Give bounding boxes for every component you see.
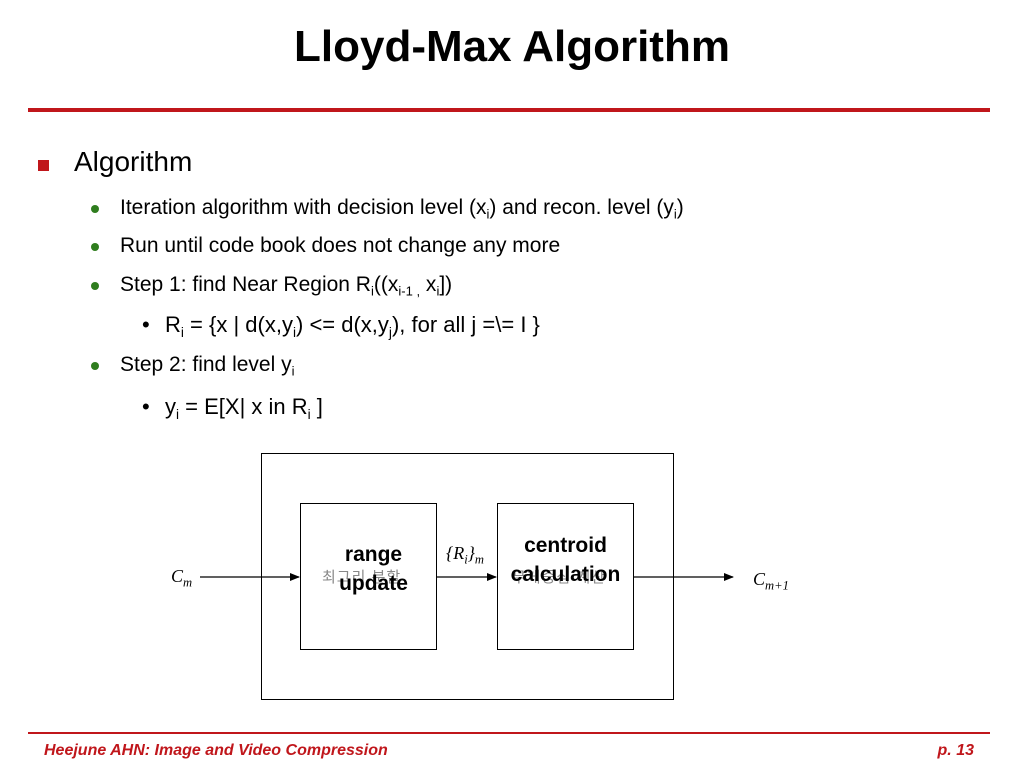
bullet-step1: Step 1: find Near Region Ri((xi-1 , xi]): [120, 273, 453, 299]
bullet-heading: Algorithm: [74, 146, 193, 177]
subscript: m+1: [765, 578, 789, 593]
round-bullet-icon: [91, 282, 99, 290]
round-bullet-icon: [91, 205, 99, 213]
text-run: Iteration algorithm with decision level …: [120, 196, 487, 219]
range-update-label: range update: [300, 540, 447, 598]
centroid-calculation-box: [497, 503, 634, 650]
range-update-box: [300, 503, 437, 650]
bullet-region-def: Ri = {x | d(x,yi) <= d(x,yj), for all j …: [165, 312, 540, 340]
subscript: i-1 ,: [398, 283, 421, 299]
text-run: Step 1: find Near Region R: [120, 273, 371, 296]
subscript: m: [474, 552, 485, 567]
subscript: m: [183, 575, 193, 590]
round-bullet-icon: [91, 362, 99, 370]
text-run: R: [453, 543, 465, 563]
input-codebook-label: Cm: [171, 566, 193, 590]
footer-divider: [28, 732, 990, 734]
range-ghost-text: 최그리 분할: [322, 569, 402, 586]
centroid-ghost-text: 무게중심 계산: [512, 569, 606, 586]
region-set-label: {Ri}m: [446, 543, 485, 567]
text-run: C: [753, 569, 766, 589]
text-run: ]: [310, 394, 323, 419]
slide-title: Lloyd-Max Algorithm: [294, 22, 730, 71]
subscript: i: [436, 283, 440, 299]
subscript: i: [370, 283, 374, 299]
subscript: i: [291, 363, 295, 379]
subscript: i: [486, 206, 490, 222]
level3-bullet: •: [142, 394, 150, 419]
text-run: ), for all j =\= I }: [391, 312, 540, 337]
box-label-line: update: [339, 572, 408, 595]
text-run: = {x | d(x,y: [183, 312, 293, 337]
page-number: p. 13: [937, 742, 974, 759]
subscript: j: [388, 324, 392, 340]
box-label-line: range: [344, 543, 403, 566]
bullet-step2: Step 2: find level yi: [120, 353, 295, 379]
subscript: i: [180, 324, 184, 340]
text-run: C: [171, 566, 184, 586]
square-bullet-icon: [38, 160, 49, 171]
box-label-line: centroid: [524, 534, 607, 557]
text-run: Step 2: find level y: [120, 353, 292, 376]
text-run: y: [165, 394, 176, 419]
subscript: i: [464, 552, 468, 567]
footer-course-title: Heejune AHN: Image and Video Compression: [44, 742, 388, 759]
subscript: i: [307, 406, 311, 422]
box-label-line: calculation: [510, 563, 621, 586]
round-bullet-icon: [91, 243, 99, 251]
centroid-calculation-label: centroid calculation: [492, 531, 639, 589]
text-run: }: [467, 543, 475, 563]
text-run: x: [420, 273, 437, 296]
subscript: i: [292, 324, 296, 340]
bullet-expectation: yi = E[X| x in Ri ]: [165, 394, 323, 422]
text-run: ((x: [373, 273, 399, 296]
text-run: ]): [439, 273, 453, 296]
text-run: R: [165, 312, 181, 337]
text-run: ) <= d(x,y: [296, 312, 389, 337]
text-run: {: [446, 543, 454, 563]
bullet-iteration: Iteration algorithm with decision level …: [120, 196, 684, 222]
text-run: ): [676, 196, 684, 219]
subscript: i: [176, 406, 180, 422]
text-run: = E[X| x in R: [179, 394, 308, 419]
level3-bullet: •: [142, 312, 150, 337]
subscript: i: [673, 206, 677, 222]
bullet-run-until: Run until code book does not change any …: [120, 234, 561, 257]
title-divider: [28, 108, 990, 112]
text-run: ) and recon. level (y: [489, 196, 674, 219]
output-codebook-label: Cm+1: [753, 569, 789, 593]
